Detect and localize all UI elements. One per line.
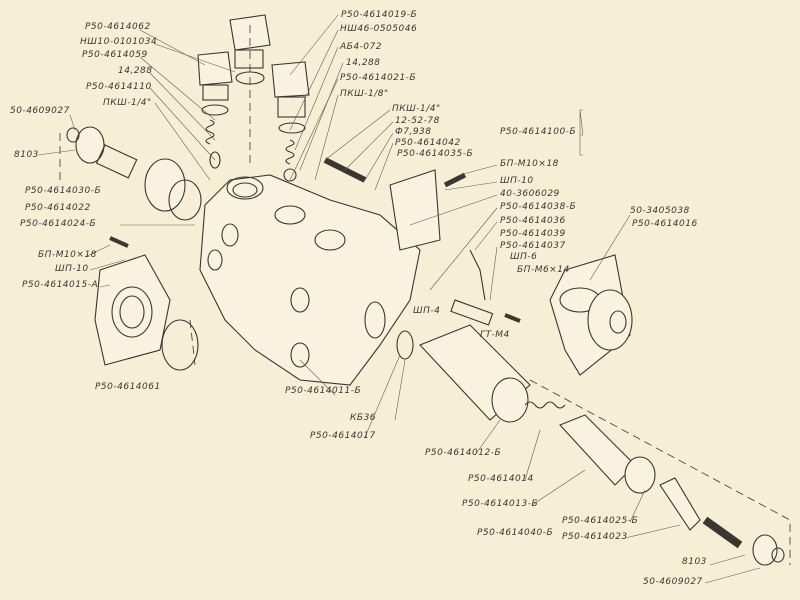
part-label: 14,288 [118, 66, 153, 76]
part-label: Р50-4614042 [395, 138, 461, 148]
part-label: Р50-4614015-А [22, 280, 99, 290]
part-label: Р50-4614040-Б [477, 528, 554, 538]
part-label: 40-3606029 [500, 189, 560, 199]
part-label: Р50-4614011-Б [285, 386, 362, 396]
part-label: Р50-4614024-Б [20, 219, 97, 229]
leader-lines [37, 14, 761, 584]
part-label: Р50-4614036 [500, 216, 566, 226]
part-label: КБ36 [350, 413, 377, 423]
part-label: Р50-4614025-Б [562, 516, 639, 526]
part-label: Р50-4614061 [95, 382, 161, 392]
part-label: Р50-4614017 [310, 431, 376, 441]
part-label: Р50-4614039 [500, 229, 566, 239]
part-label: Р50-4614022 [25, 203, 91, 213]
linkage-parts [450, 249, 521, 326]
part-label: 14,288 [346, 58, 381, 68]
main-spool-assembly [396, 324, 785, 566]
part-label: Р50-4614021-Б [340, 73, 417, 83]
part-label: Р50-4614110 [86, 82, 152, 92]
part-label: 50-3405038 [630, 206, 690, 216]
part-label: Р50-4614037 [500, 241, 566, 251]
part-label: 12-52-78 [395, 116, 440, 126]
right-end-cap [549, 254, 633, 376]
part-label: Р50-4614062 [85, 22, 151, 32]
part-label: ПКШ-1/8" [340, 89, 389, 99]
axis-lines [59, 25, 791, 565]
part-label: Р50-4614013-Б [462, 499, 539, 509]
part-label: Ф7,938 [395, 127, 432, 137]
part-label: ШП-10 [500, 176, 534, 186]
part-label: БП-М10×18 [38, 250, 97, 260]
part-label: Р50-4614012-Б [425, 448, 502, 458]
part-label: 8103 [682, 557, 707, 567]
part-label: ГТ-М4 [480, 330, 510, 340]
part-label: Р50-4614030-Б [25, 186, 102, 196]
left-spool-assembly [66, 126, 202, 221]
part-label: Р50-4614059 [82, 50, 148, 60]
part-label: Р50-4614016 [632, 219, 698, 229]
part-label: Р50-4614100-Б [500, 127, 577, 137]
part-label: ШП-6 [510, 252, 538, 262]
part-label: ПКШ-1/4" [103, 98, 152, 108]
part-label: НШ10-0101034 [80, 37, 158, 47]
part-label: ШП-4 [413, 306, 441, 316]
part-label: БП-М10×18 [500, 159, 559, 169]
part-label: 8103 [14, 150, 39, 160]
part-label: Р50-4614035-Б [397, 149, 474, 159]
valve-body [199, 174, 421, 386]
part-label: АБ4-072 [340, 42, 382, 52]
part-label: ПКШ-1/4" [392, 104, 441, 114]
part-label: 50-4609027 [10, 106, 70, 116]
part-label: БП-М6×14 [517, 265, 570, 275]
part-label: Р50-4614038-Б [500, 202, 577, 212]
part-label: 50-4609027 [643, 577, 703, 587]
part-label: Р50-4614023 [562, 532, 628, 542]
part-label: НШ46-0505046 [340, 24, 418, 34]
part-label: Р50-4614019-Б [341, 10, 418, 20]
top-plugs [197, 14, 310, 182]
part-label: Р50-4614014 [468, 474, 534, 484]
left-flange [94, 236, 199, 371]
part-label: ШП-10 [55, 264, 89, 274]
